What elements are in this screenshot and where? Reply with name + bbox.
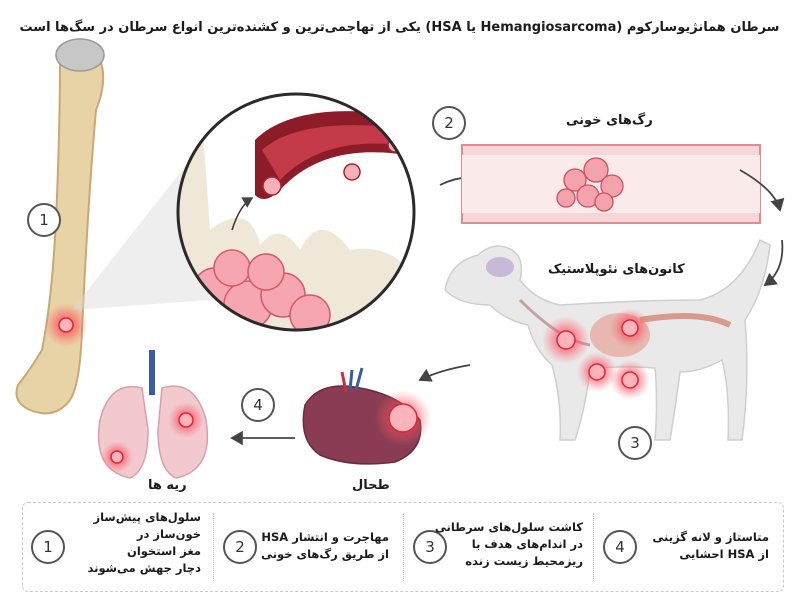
zoom-cone xyxy=(72,160,210,310)
neoplastic-foci-label: کانون‌های نئوپلاستیک xyxy=(548,262,685,277)
flow-arrow xyxy=(739,169,785,212)
stage-number-2: 2 xyxy=(432,106,466,140)
lungs-icon xyxy=(97,350,209,479)
spleen-label: طحال xyxy=(352,478,390,493)
step-text: کاشت سلول‌های سرطانی در اندام‌های هدف با… xyxy=(434,520,583,568)
step-2: 2 مهاجرت و انتشار HSA از طریق رگ‌های خون… xyxy=(213,503,403,591)
step-divider xyxy=(403,513,404,581)
stage-number-1: 1 xyxy=(27,203,61,237)
steps-panel: 1 سلول‌های پیش‌ساز خون‌ساز در مغز استخوا… xyxy=(22,502,784,592)
step-text: مهاجرت و انتشار HSA از طریق رگ‌های خونی xyxy=(261,530,389,561)
step-text: سلول‌های پیش‌ساز خون‌ساز در مغز استخوان … xyxy=(87,510,201,575)
step-3: 3 کاشت سلول‌های سرطانی در اندام‌های هدف … xyxy=(403,503,593,591)
vessels-label: رگ‌های خونی xyxy=(566,113,653,128)
dog-tumor-foci xyxy=(542,308,650,400)
step-divider xyxy=(593,513,594,581)
stage-number-4: 4 xyxy=(241,388,275,422)
step-1: 1 سلول‌های پیش‌ساز خون‌ساز در مغز استخوا… xyxy=(23,503,213,591)
lungs-label: ریه ها xyxy=(148,478,187,493)
step-4: 4 متاستاز و لانه گزینی از HSA احشایی xyxy=(593,503,783,591)
step-text: متاستاز و لانه گزینی از HSA احشایی xyxy=(652,530,769,561)
step-number: 1 xyxy=(31,530,65,564)
bone-tumor-icon xyxy=(58,317,74,333)
flow-arrow xyxy=(418,364,471,382)
page-title: سرطان همانژیوسارکوم (Hemangiosarcoma یا … xyxy=(19,20,780,35)
stage-number-3: 3 xyxy=(618,426,652,460)
step-number: 4 xyxy=(603,530,637,564)
step-number: 2 xyxy=(223,530,257,564)
step-divider xyxy=(213,513,214,581)
step-number: 3 xyxy=(413,530,447,564)
spleen-icon xyxy=(302,367,431,465)
blood-vessel-icon xyxy=(461,144,761,224)
magnified-view xyxy=(176,92,416,332)
flow-arrow xyxy=(763,239,784,287)
